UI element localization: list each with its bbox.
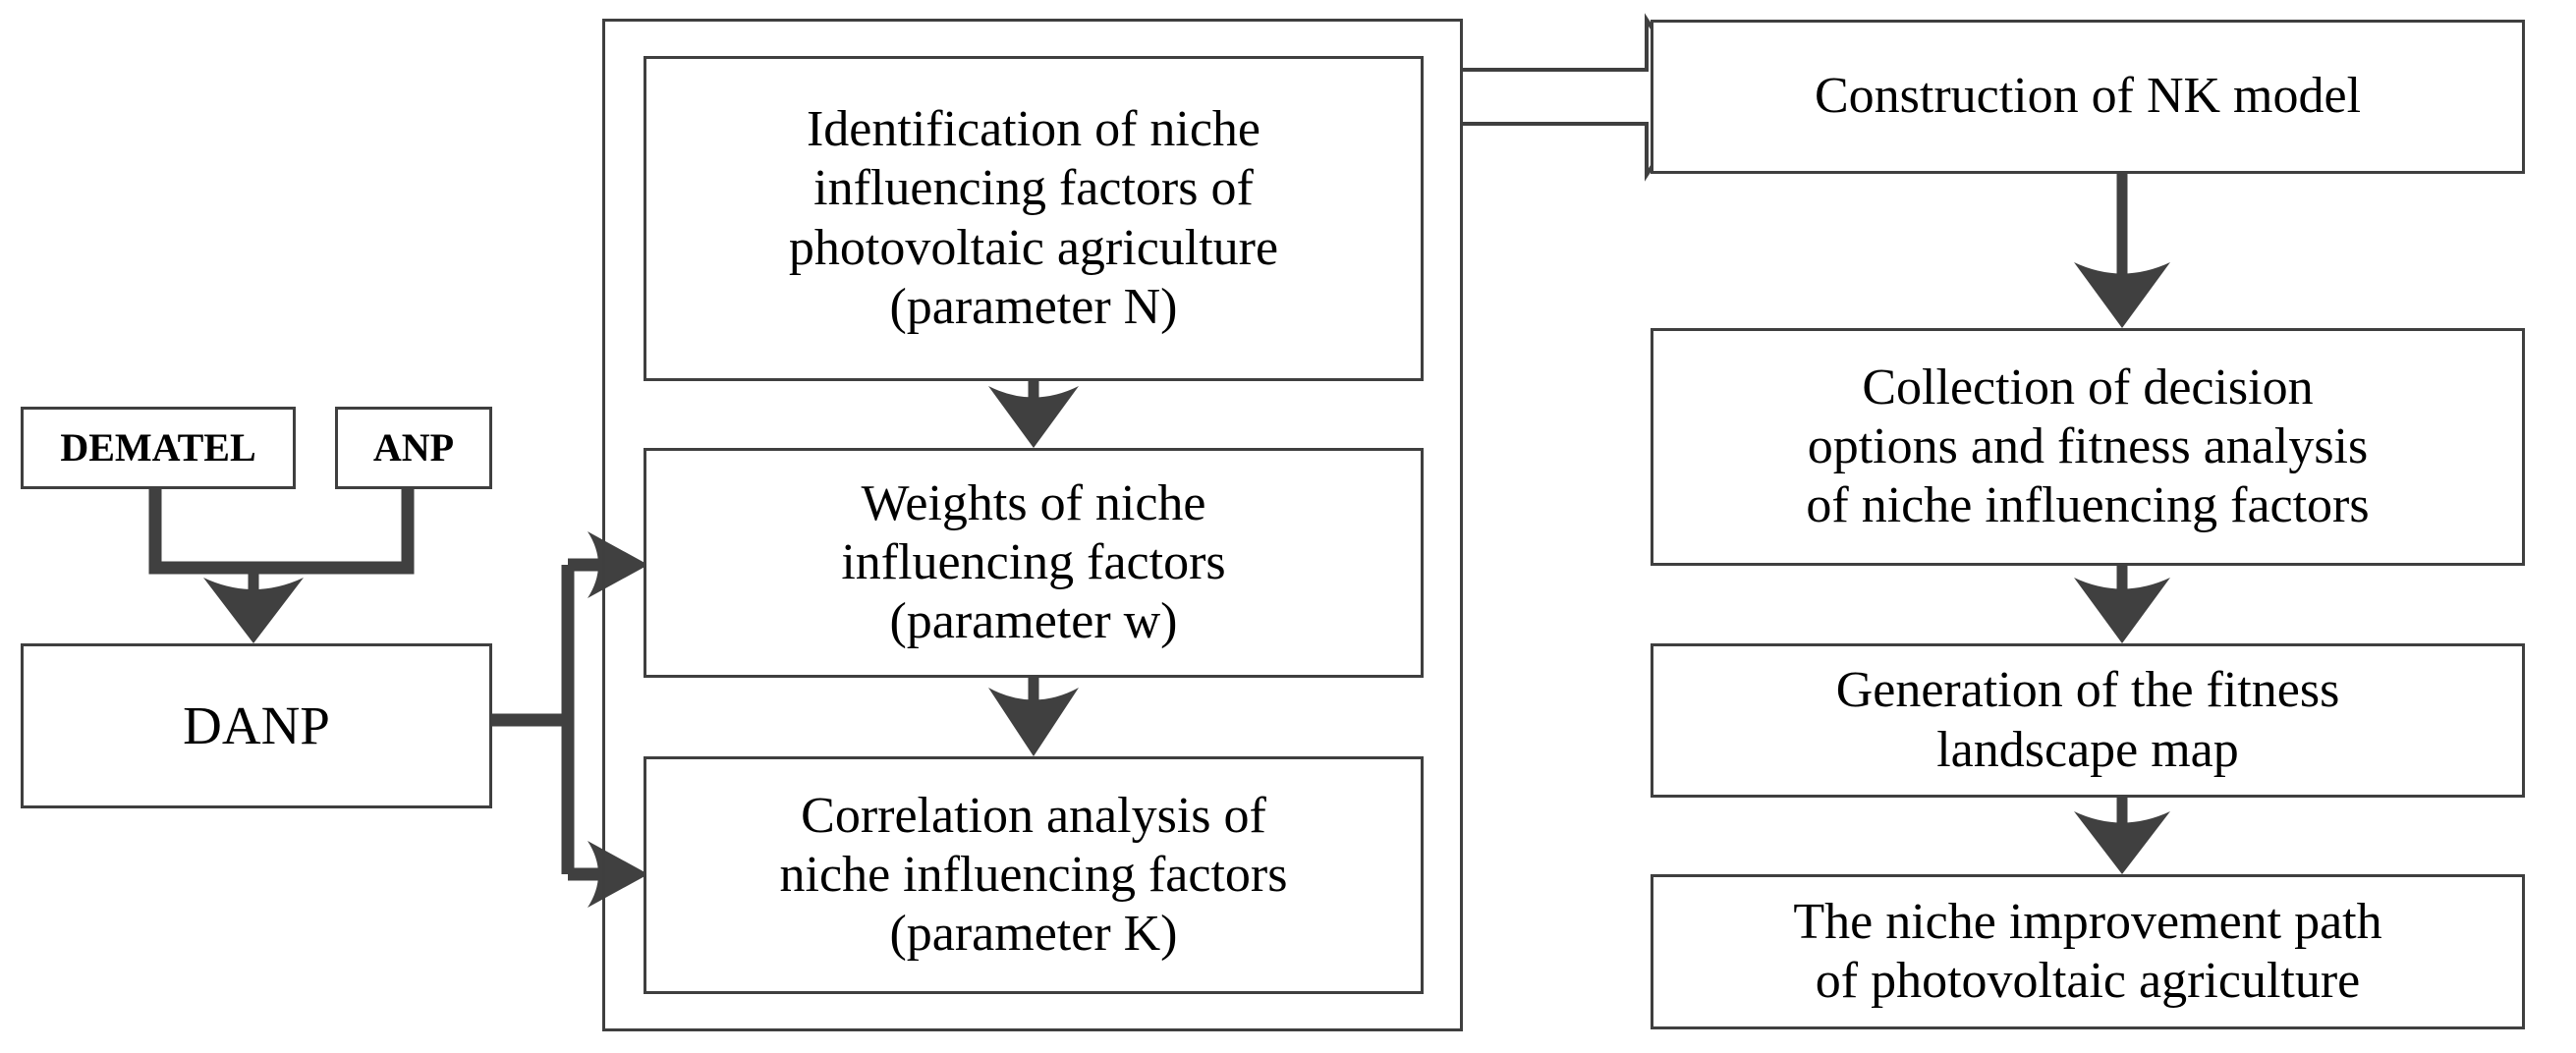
connector-collection-to-landscape	[2074, 566, 2170, 643]
connector-dematel-anp-to-danp	[148, 489, 415, 643]
node-generation-of-fitness-landscape-map[interactable]: Generation of the fitness landscape map	[1651, 643, 2525, 798]
node-weights-of-niche-factors[interactable]: Weights of niche influencing factors (pa…	[644, 448, 1424, 678]
connector-nk-model-to-collection	[2074, 174, 2170, 328]
danp-stage-group-frame	[602, 19, 1463, 1031]
node-dematel[interactable]: DEMATEL	[21, 407, 296, 489]
node-identification-label: Identification of niche influencing fact…	[788, 100, 1279, 335]
node-identification-of-niche-factors[interactable]: Identification of niche influencing fact…	[644, 56, 1424, 381]
node-anp[interactable]: ANP	[335, 407, 492, 489]
node-collection-label: Collection of decision options and fitne…	[1806, 359, 2370, 534]
node-weights-label: Weights of niche influencing factors (pa…	[841, 474, 1226, 650]
connector-landscape-to-path	[2074, 798, 2170, 874]
node-danp-label: DANP	[183, 695, 330, 756]
node-landscape-label: Generation of the fitness landscape map	[1835, 662, 2340, 778]
node-collection-of-decision-options[interactable]: Collection of decision options and fitne…	[1651, 328, 2525, 566]
node-dematel-label: DEMATEL	[60, 424, 256, 470]
node-nk-model-label: Construction of NK model	[1814, 68, 2362, 125]
node-construction-of-nk-model[interactable]: Construction of NK model	[1651, 20, 2525, 174]
node-danp[interactable]: DANP	[21, 643, 492, 808]
node-path-label: The niche improvement path of photovolta…	[1793, 893, 2382, 1009]
node-correlation-analysis[interactable]: Correlation analysis of niche influencin…	[644, 756, 1424, 994]
node-correlation-label: Correlation analysis of niche influencin…	[779, 787, 1288, 963]
node-anp-label: ANP	[372, 424, 455, 470]
node-niche-improvement-path[interactable]: The niche improvement path of photovolta…	[1651, 874, 2525, 1029]
